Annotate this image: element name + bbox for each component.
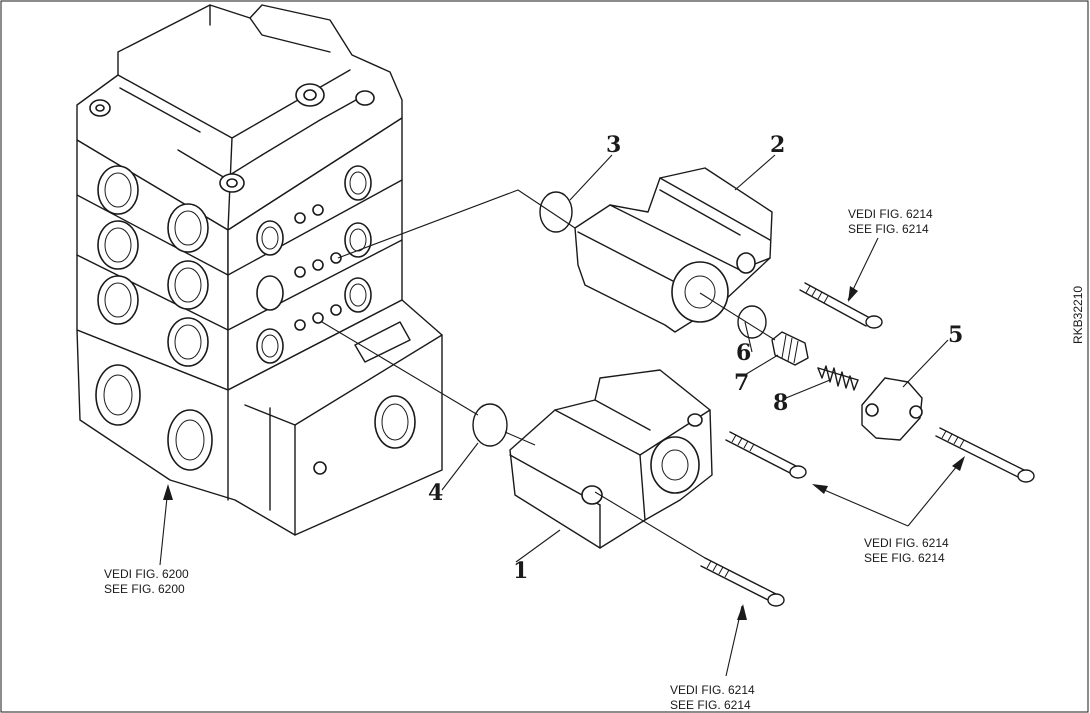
part-3-o-ring xyxy=(539,191,573,233)
callout-leaders xyxy=(159,154,965,677)
part-1-cover xyxy=(509,369,713,549)
ref-note-6214-right-vedi: VEDI FIG. 6214 xyxy=(864,536,949,550)
left-face-ports xyxy=(97,165,209,367)
callout-6: 6 xyxy=(736,340,751,366)
part-8-spring xyxy=(817,365,859,391)
callout-3: 3 xyxy=(606,132,621,158)
part-2-cover xyxy=(574,167,773,333)
bolt-plate xyxy=(935,427,1035,483)
ref-note-6200-vedi: VEDI FIG. 6200 xyxy=(104,567,189,581)
callout-numbers: 1 2 3 4 5 6 7 8 xyxy=(428,132,963,584)
reference-notes: VEDI FIG. 6200 SEE FIG. 6200 VEDI FIG. 6… xyxy=(104,207,949,712)
main-valve-block xyxy=(76,4,443,536)
drawing-code: RKB32210 xyxy=(1071,286,1085,344)
ref-note-6214-lower-see: SEE FIG. 6214 xyxy=(670,698,751,712)
part-7-poppet xyxy=(771,331,809,366)
part-6-o-ring xyxy=(737,305,767,339)
bolt-lower xyxy=(700,557,785,607)
ref-note-6200-see: SEE FIG. 6200 xyxy=(104,582,185,596)
bolt-upper xyxy=(799,282,883,329)
callout-5: 5 xyxy=(948,322,963,348)
assembly-lines xyxy=(321,189,776,559)
part-4-o-ring xyxy=(472,403,508,447)
ref-note-6214-upper-see: SEE FIG. 6214 xyxy=(848,222,929,236)
callout-4: 4 xyxy=(428,480,443,506)
ref-note-6214-right-see: SEE FIG. 6214 xyxy=(864,551,945,565)
bolt-middle xyxy=(725,431,807,479)
part-5-plate xyxy=(861,377,923,441)
ref-note-6214-lower-vedi: VEDI FIG. 6214 xyxy=(670,683,755,697)
callout-7: 7 xyxy=(734,370,749,396)
ref-note-6214-upper-vedi: VEDI FIG. 6214 xyxy=(848,207,933,221)
callout-1: 1 xyxy=(513,558,528,584)
callout-8: 8 xyxy=(773,390,788,416)
callout-2: 2 xyxy=(770,132,785,158)
